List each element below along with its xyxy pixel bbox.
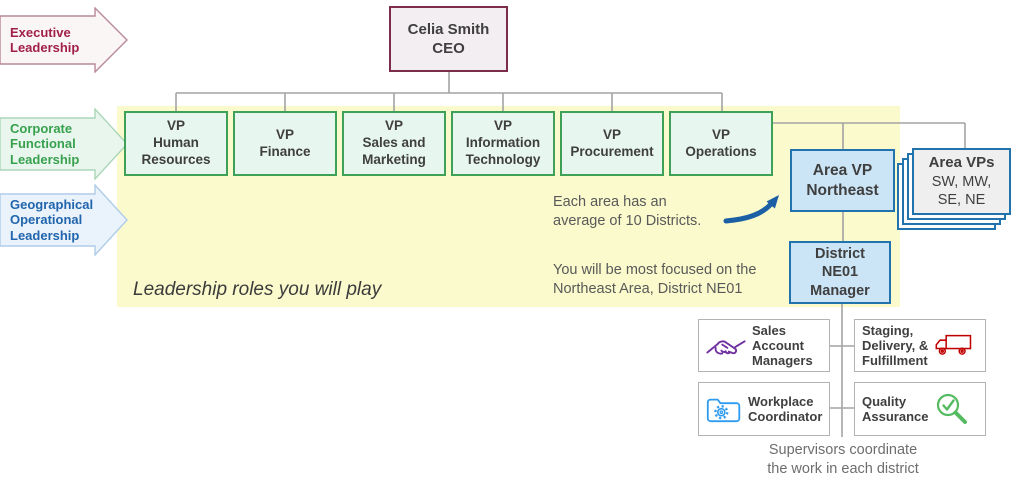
staging-delivery-fulfillment-box: Staging, Delivery, & Fulfillment [854, 319, 986, 372]
quality-assurance-box: Quality Assurance [854, 382, 986, 436]
vp-sales-marketing-box: VP Sales and Marketing [342, 111, 446, 176]
area-vp-northeast-box: Area VP Northeast [790, 149, 895, 212]
block-arrow-icon [0, 7, 128, 73]
vp-finance-box: VP Finance [233, 111, 337, 176]
legend-arrow-corporate: Corporate Functional Leadership [0, 108, 128, 180]
legend-arrow-geographical: Geographical Operational Leadership [0, 184, 128, 256]
district-ne01-manager-box: District NE01 Manager [789, 241, 891, 304]
sales-account-managers-box: Sales Account Managers [698, 319, 830, 372]
legend-label-geographical: Geographical Operational Leadership [10, 197, 94, 243]
supervisors-note: Supervisors coordinate the work in each … [767, 442, 919, 478]
truck-icon [935, 334, 972, 355]
role-label: Staging, Delivery, & Fulfillment [862, 322, 929, 369]
role-label: Sales Account Managers [752, 322, 813, 369]
area-vps-title: Area VPs [928, 154, 995, 171]
vp-human-resources-box: VP Human Resources [124, 111, 228, 176]
block-arrow-icon [0, 108, 128, 180]
area-vps-stack-front-card: Area VPs SW, MW, SE, NE [912, 148, 1011, 215]
role-label: Workplace Coordinator [748, 393, 823, 424]
ceo-box: Celia Smith CEO [389, 6, 508, 72]
workplace-coordinator-box: Workplace Coordinator [698, 382, 830, 436]
vp-information-technology-box: VP Information Technology [451, 111, 555, 176]
leadership-roles-caption: Leadership roles you will play [133, 279, 382, 300]
role-label: Quality Assurance [862, 393, 929, 424]
block-arrow-icon [0, 184, 128, 256]
legend-label-corporate: Corporate Functional Leadership [10, 121, 80, 167]
focus-note: You will be most focused on the Northeas… [553, 262, 757, 298]
vp-operations-box: VP Operations [669, 111, 773, 176]
districts-average-note: Each area has an average of 10 Districts… [553, 194, 702, 230]
legend-arrow-executive: Executive Leadership [0, 7, 128, 73]
handshake-icon [706, 339, 746, 355]
vp-procurement-box: VP Procurement [560, 111, 664, 176]
folder-gear-icon [706, 398, 741, 422]
legend-label-executive: Executive Leadership [10, 24, 80, 55]
area-vps-regions: SW, MW, SE, NE [931, 173, 992, 208]
magnifier-check-icon [937, 393, 968, 424]
